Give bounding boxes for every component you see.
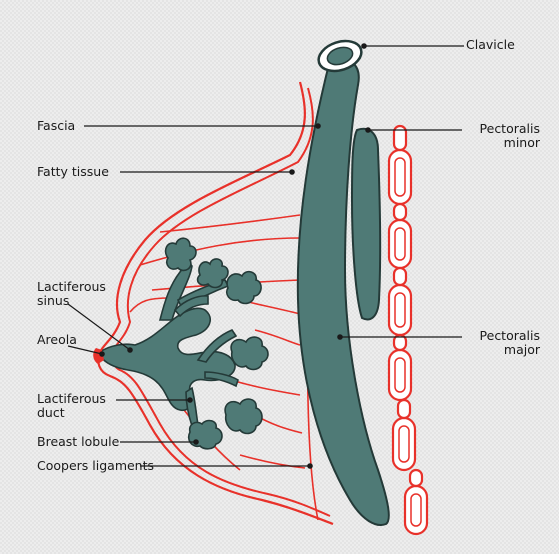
label-pectoralis-minor: Pectoralis minor — [462, 122, 540, 150]
label-lactiferous-duct: Lactiferous duct — [37, 392, 106, 420]
label-fatty-tissue: Fatty tissue — [37, 165, 109, 179]
label-breast-lobule: Breast lobule — [37, 435, 119, 449]
label-areola: Areola — [37, 333, 77, 347]
pectoralis-minor-muscle — [352, 129, 380, 320]
label-fascia: Fascia — [37, 119, 75, 133]
label-clavicle: Clavicle — [466, 38, 515, 52]
label-coopers-ligaments: Coopers ligaments — [37, 459, 154, 473]
label-pectoralis-major: Pectoralis major — [462, 329, 540, 357]
label-lactiferous-sinus: Lactiferous sinus — [37, 280, 106, 308]
